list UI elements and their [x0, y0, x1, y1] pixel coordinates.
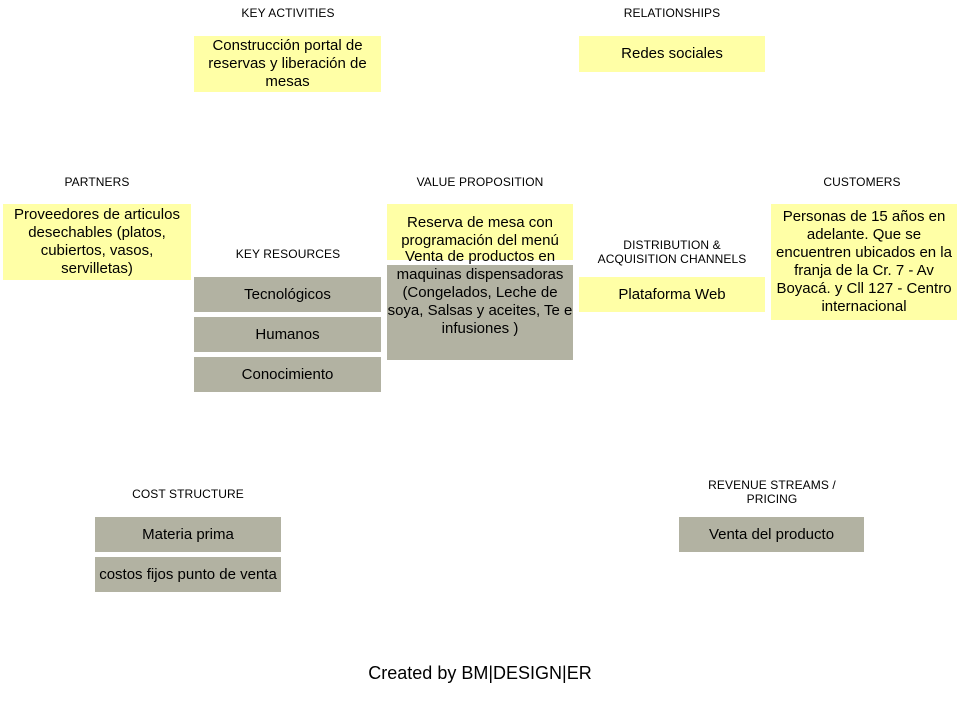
card-partners: Proveedores de articulos desechables (pl… [3, 204, 191, 280]
card-cost-raw-material-text: Materia prima [142, 525, 234, 543]
header-customers: CUSTOMERS [823, 175, 901, 189]
header-key-activities: KEY ACTIVITIES [241, 6, 335, 20]
card-relationships: Redes sociales [579, 36, 765, 72]
card-relationships-text: Redes sociales [621, 45, 723, 62]
card-customers-text: Personas de 15 años en adelante. Que se … [776, 208, 952, 315]
card-resource-technological: Tecnológicos [194, 277, 381, 312]
card-distribution: Plataforma Web [579, 277, 765, 312]
card-resource-knowledge-text: Conocimiento [241, 365, 334, 383]
header-relationships: RELATIONSHIPS [623, 6, 721, 20]
card-partners-text: Proveedores de articulos desechables (pl… [14, 206, 180, 277]
card-resource-technological-text: Tecnológicos [244, 285, 331, 303]
card-cost-raw-material: Materia prima [95, 517, 281, 552]
card-key-activities: Construcción portal de reservas y libera… [194, 36, 381, 92]
header-key-resources: KEY RESOURCES [235, 247, 341, 261]
header-revenue-line-1: REVENUE STREAMS / [708, 478, 836, 492]
card-cost-fixed: costos fijos punto de venta [95, 557, 281, 592]
card-resource-human: Humanos [194, 317, 381, 352]
header-distribution-channels: DISTRIBUTION & ACQUISITION CHANNELS [572, 238, 772, 266]
header-partners: PARTNERS [64, 175, 130, 189]
card-customers: Personas de 15 años en adelante. Que se … [771, 204, 957, 320]
card-value-vending-text: Venta de productos en maquinas dispensad… [387, 248, 573, 337]
card-value-reservation-text: Reserva de mesa con programación del men… [401, 214, 559, 249]
card-resource-knowledge: Conocimiento [194, 357, 381, 392]
card-cost-fixed-text: costos fijos punto de venta [99, 565, 277, 583]
card-value-reservation: Reserva de mesa con programación del men… [387, 204, 573, 260]
card-value-vending: Venta de productos en maquinas dispensad… [387, 248, 573, 360]
header-distribution-line-1: DISTRIBUTION & [623, 238, 721, 252]
card-key-activities-text: Construcción portal de reservas y libera… [208, 37, 367, 90]
header-revenue-line-2: PRICING [746, 492, 798, 506]
header-cost-structure: COST STRUCTURE [132, 487, 244, 501]
card-distribution-text: Plataforma Web [618, 285, 726, 303]
card-revenue-text: Venta del producto [708, 525, 835, 543]
card-resource-human-text: Humanos [255, 325, 320, 343]
header-revenue-streams: REVENUE STREAMS / PRICING [672, 478, 872, 506]
header-distribution-line-2: ACQUISITION CHANNELS [597, 252, 747, 266]
card-revenue: Venta del producto [679, 517, 864, 552]
header-value-proposition: VALUE PROPOSITION [416, 175, 544, 189]
footer-credit: Created by BM|DESIGN|ER [368, 663, 592, 683]
